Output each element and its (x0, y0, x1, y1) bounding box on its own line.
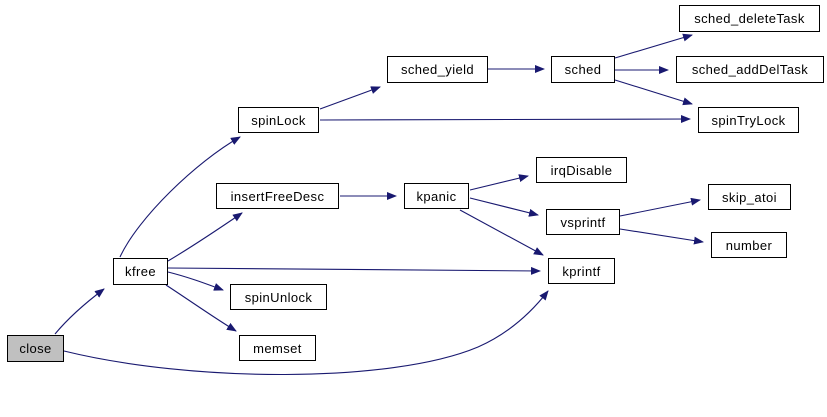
edge-kpanic-vsprintf (469, 197, 539, 217)
edge-close-kfree (54, 288, 105, 335)
edge-kfree-spinLock (119, 136, 241, 258)
edge-kfree-kprintf (167, 266, 541, 275)
edge-vsprintf-number (619, 228, 704, 245)
node-sched-yield[interactable]: sched_yield (387, 56, 488, 83)
edge-spinLock-sched_yield (319, 86, 381, 110)
node-number[interactable]: number (711, 232, 787, 258)
edge-close-kprintf (63, 290, 549, 376)
edge-vsprintf-skip_atoi (619, 197, 701, 217)
node-vsprintf[interactable]: vsprintf (546, 209, 620, 235)
node-sched-adddeltask[interactable]: sched_addDelTask (676, 56, 824, 83)
node-kfree[interactable]: kfree (113, 258, 168, 285)
edge-kfree-spinUnlock (167, 271, 224, 291)
node-irqdisable[interactable]: irqDisable (536, 157, 627, 183)
node-spintrylock[interactable]: spinTryLock (698, 107, 799, 133)
node-skip-atoi[interactable]: skip_atoi (708, 184, 791, 210)
edge-kpanic-irqDisable (469, 174, 529, 191)
edge-kpanic-kprintf (459, 209, 544, 256)
node-sched[interactable]: sched (551, 56, 615, 83)
node-insertfreedesc[interactable]: insertFreeDesc (216, 183, 339, 209)
edge-spinLock-spinTryLock (319, 115, 691, 124)
node-sched-deletetask[interactable]: sched_deleteTask (679, 5, 820, 32)
node-memset[interactable]: memset (239, 335, 316, 361)
node-spinlock[interactable]: spinLock (238, 107, 319, 133)
node-spinunlock[interactable]: spinUnlock (230, 284, 327, 310)
edge-sched-spinTryLock (614, 79, 693, 106)
node-kpanic[interactable]: kpanic (404, 183, 469, 209)
edge-kfree-insertFreeDesc (167, 212, 243, 262)
edge-kfree-memset (165, 284, 237, 332)
edge-sched-sched_deleteTask (614, 33, 693, 59)
node-close: close (7, 335, 64, 362)
node-kprintf[interactable]: kprintf (548, 258, 615, 284)
